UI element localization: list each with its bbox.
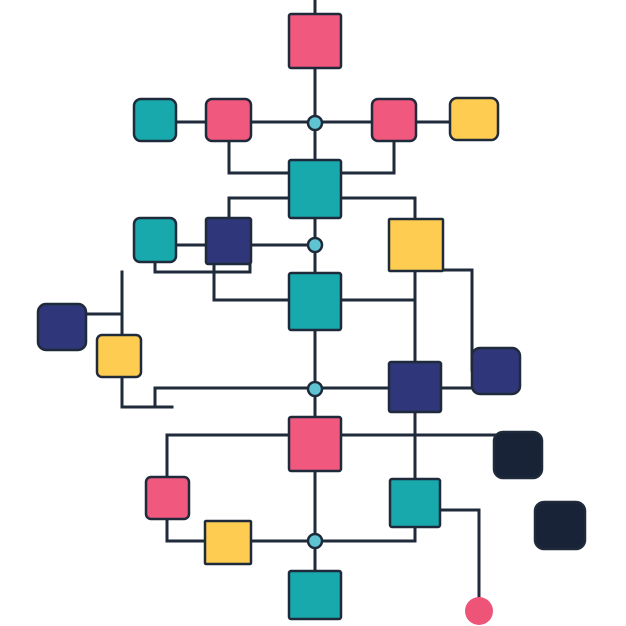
junction-dot <box>306 380 324 398</box>
nodes <box>36 12 587 621</box>
row2-under-link-line <box>153 260 252 274</box>
node-pink-right-1 <box>370 97 418 143</box>
node-teal-right-5 <box>388 477 442 529</box>
row1-left-bracket-line <box>227 140 292 175</box>
row6-horizontal-line <box>249 525 417 543</box>
node-teal-center-1 <box>287 158 343 220</box>
yellow2-to-navy3-line <box>441 268 474 372</box>
node-teal-left-2 <box>132 216 178 264</box>
node-navy-far-left <box>36 302 88 352</box>
node-pink-left-1 <box>204 97 253 143</box>
node-teal-bottom <box>287 569 343 621</box>
node-navy-left-2 <box>204 216 253 266</box>
node-dark-right-4 <box>492 430 544 480</box>
node-navy-right-3 <box>470 346 522 396</box>
terminal-connector-line <box>438 508 481 600</box>
pink5-to-yellow6-line <box>165 518 207 543</box>
node-yellow-right-2 <box>387 217 445 273</box>
row2-to-center2-line <box>212 262 292 302</box>
center1-right-branch-line <box>338 196 417 222</box>
junction-dot <box>306 114 324 132</box>
junction-dot <box>306 236 324 254</box>
row1-right-bracket-line <box>338 140 396 175</box>
junctions <box>306 114 324 550</box>
node-teal-center-2 <box>287 271 343 332</box>
node-yellow-left-3 <box>95 333 143 379</box>
pink5-to-center4-line <box>165 433 292 480</box>
junction-dot <box>306 532 324 550</box>
node-dark-right-5 <box>533 500 587 551</box>
terminal-dot <box>465 597 493 625</box>
node-pink-left-5 <box>144 475 191 521</box>
center1-left-branch-line <box>227 196 292 220</box>
row3-horizontal-line <box>153 386 392 409</box>
node-yellow-right-1 <box>448 96 500 142</box>
node-pink-center-4 <box>287 415 343 473</box>
node-yellow-left-6 <box>203 519 253 566</box>
node-pink-top <box>287 12 343 70</box>
node-teal-left-1 <box>132 97 178 143</box>
node-navy-center-3 <box>387 360 443 414</box>
